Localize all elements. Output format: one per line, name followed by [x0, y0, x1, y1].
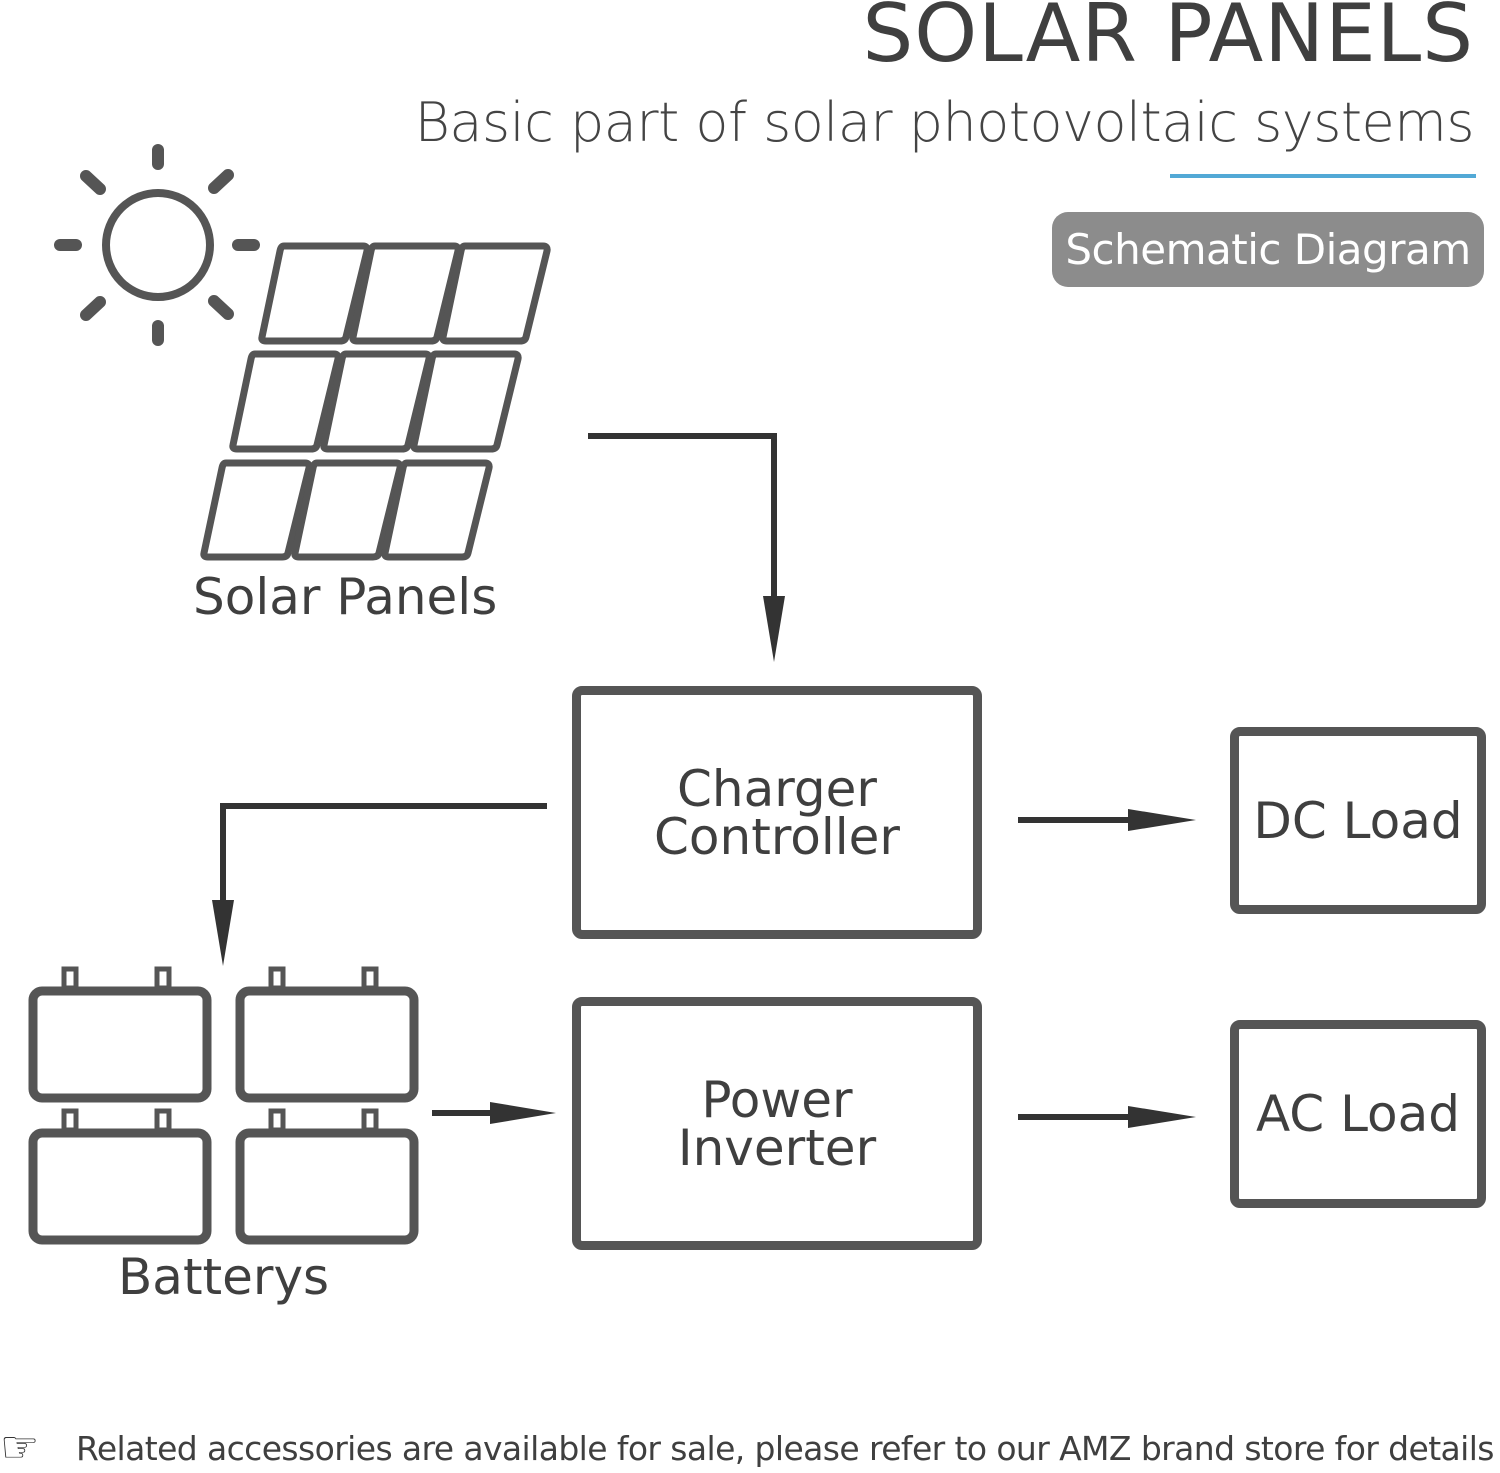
solar-panels-label: Solar Panels	[193, 568, 498, 626]
arrowhead-dc-load	[1128, 809, 1196, 831]
arrowhead-inverter	[490, 1102, 556, 1124]
arrowhead-ac-load	[1128, 1106, 1196, 1128]
page-title: SOLAR PANELS	[862, 0, 1474, 80]
ac-load-label: AC Load	[1255, 1085, 1461, 1143]
dc-load-label: DC Load	[1253, 791, 1463, 850]
solar-panel-icon	[200, 242, 551, 561]
arrow-charger-to-battery	[220, 803, 547, 902]
batteries-label: Batterys	[118, 1248, 330, 1306]
sun-icon	[54, 144, 260, 346]
power-inverter-box: Power Inverter	[572, 997, 982, 1250]
charger-controller-box: Charger Controller	[572, 686, 982, 939]
charger-controller-label-line1: Charger	[677, 759, 877, 818]
pointing-hand-icon: ☞	[0, 1422, 40, 1473]
arrow-solar-to-charger	[588, 433, 777, 598]
diagram-badge: Schematic Diagram	[1052, 212, 1484, 287]
footer-note: ☞ Related accessories are available for …	[0, 1426, 1500, 1470]
battery-bank-icon	[28, 966, 419, 1245]
power-inverter-label-line1: Power	[701, 1070, 853, 1129]
page-subtitle: Basic part of solar photovoltaic systems	[414, 91, 1475, 154]
arrowhead-battery	[212, 900, 234, 966]
ac-load-box: AC Load	[1230, 1020, 1486, 1208]
power-inverter-label-line2: Inverter	[677, 1118, 877, 1177]
charger-controller-label-line2: Controller	[654, 807, 900, 866]
accent-divider	[1170, 174, 1476, 178]
footer-text: Related accessories are available for sa…	[76, 1428, 1494, 1468]
dc-load-box: DC Load	[1230, 727, 1486, 914]
arrowhead-charger	[763, 596, 785, 662]
